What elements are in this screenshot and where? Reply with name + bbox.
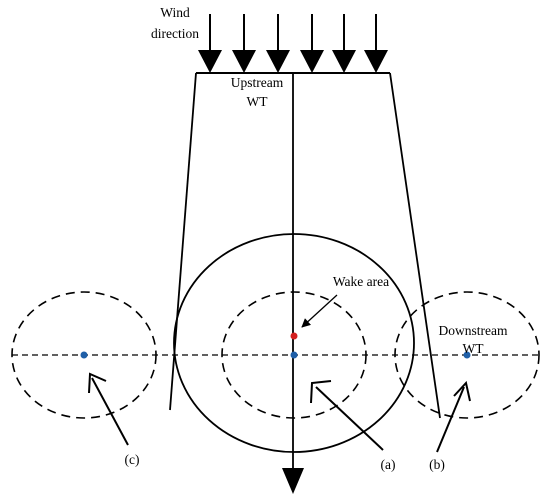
wake-center-point (290, 332, 298, 340)
turbine-point-center (290, 351, 298, 359)
wake-boundary-right (389, 72, 441, 419)
center-axis-arrowhead (282, 468, 304, 494)
downstream-wt-label-line1: Downstream (439, 323, 508, 338)
turbine-point-right (463, 351, 471, 359)
upstream-wt-label-line2: WT (247, 94, 269, 109)
marker-arrow-c (88, 372, 129, 446)
upstream-wt-label-line1: Upstream (231, 75, 284, 90)
wind-arrows (198, 14, 388, 73)
wake-boundary-left (169, 72, 197, 411)
wind-arrow (198, 14, 222, 73)
wind-arrow (332, 14, 356, 73)
wind-direction-label-line1: Wind (160, 5, 190, 20)
marker-arrow-a (310, 380, 384, 451)
marker-label-a: (a) (381, 457, 396, 472)
marker-arrow-b (436, 380, 471, 453)
wind-arrow (232, 14, 256, 73)
wind-direction-label-line2: direction (151, 26, 199, 41)
wind-arrow (300, 14, 324, 73)
downstream-wt-label-line2: WT (463, 341, 485, 356)
wake-circle (173, 233, 415, 453)
wind-arrow (364, 14, 388, 73)
wind-arrow (266, 14, 290, 73)
marker-label-c: (c) (125, 452, 140, 467)
turbine-point-left (80, 351, 88, 359)
wake-area-arrow (301, 294, 338, 328)
marker-label-b: (b) (429, 457, 445, 472)
wake-area-label: Wake area (333, 274, 389, 289)
